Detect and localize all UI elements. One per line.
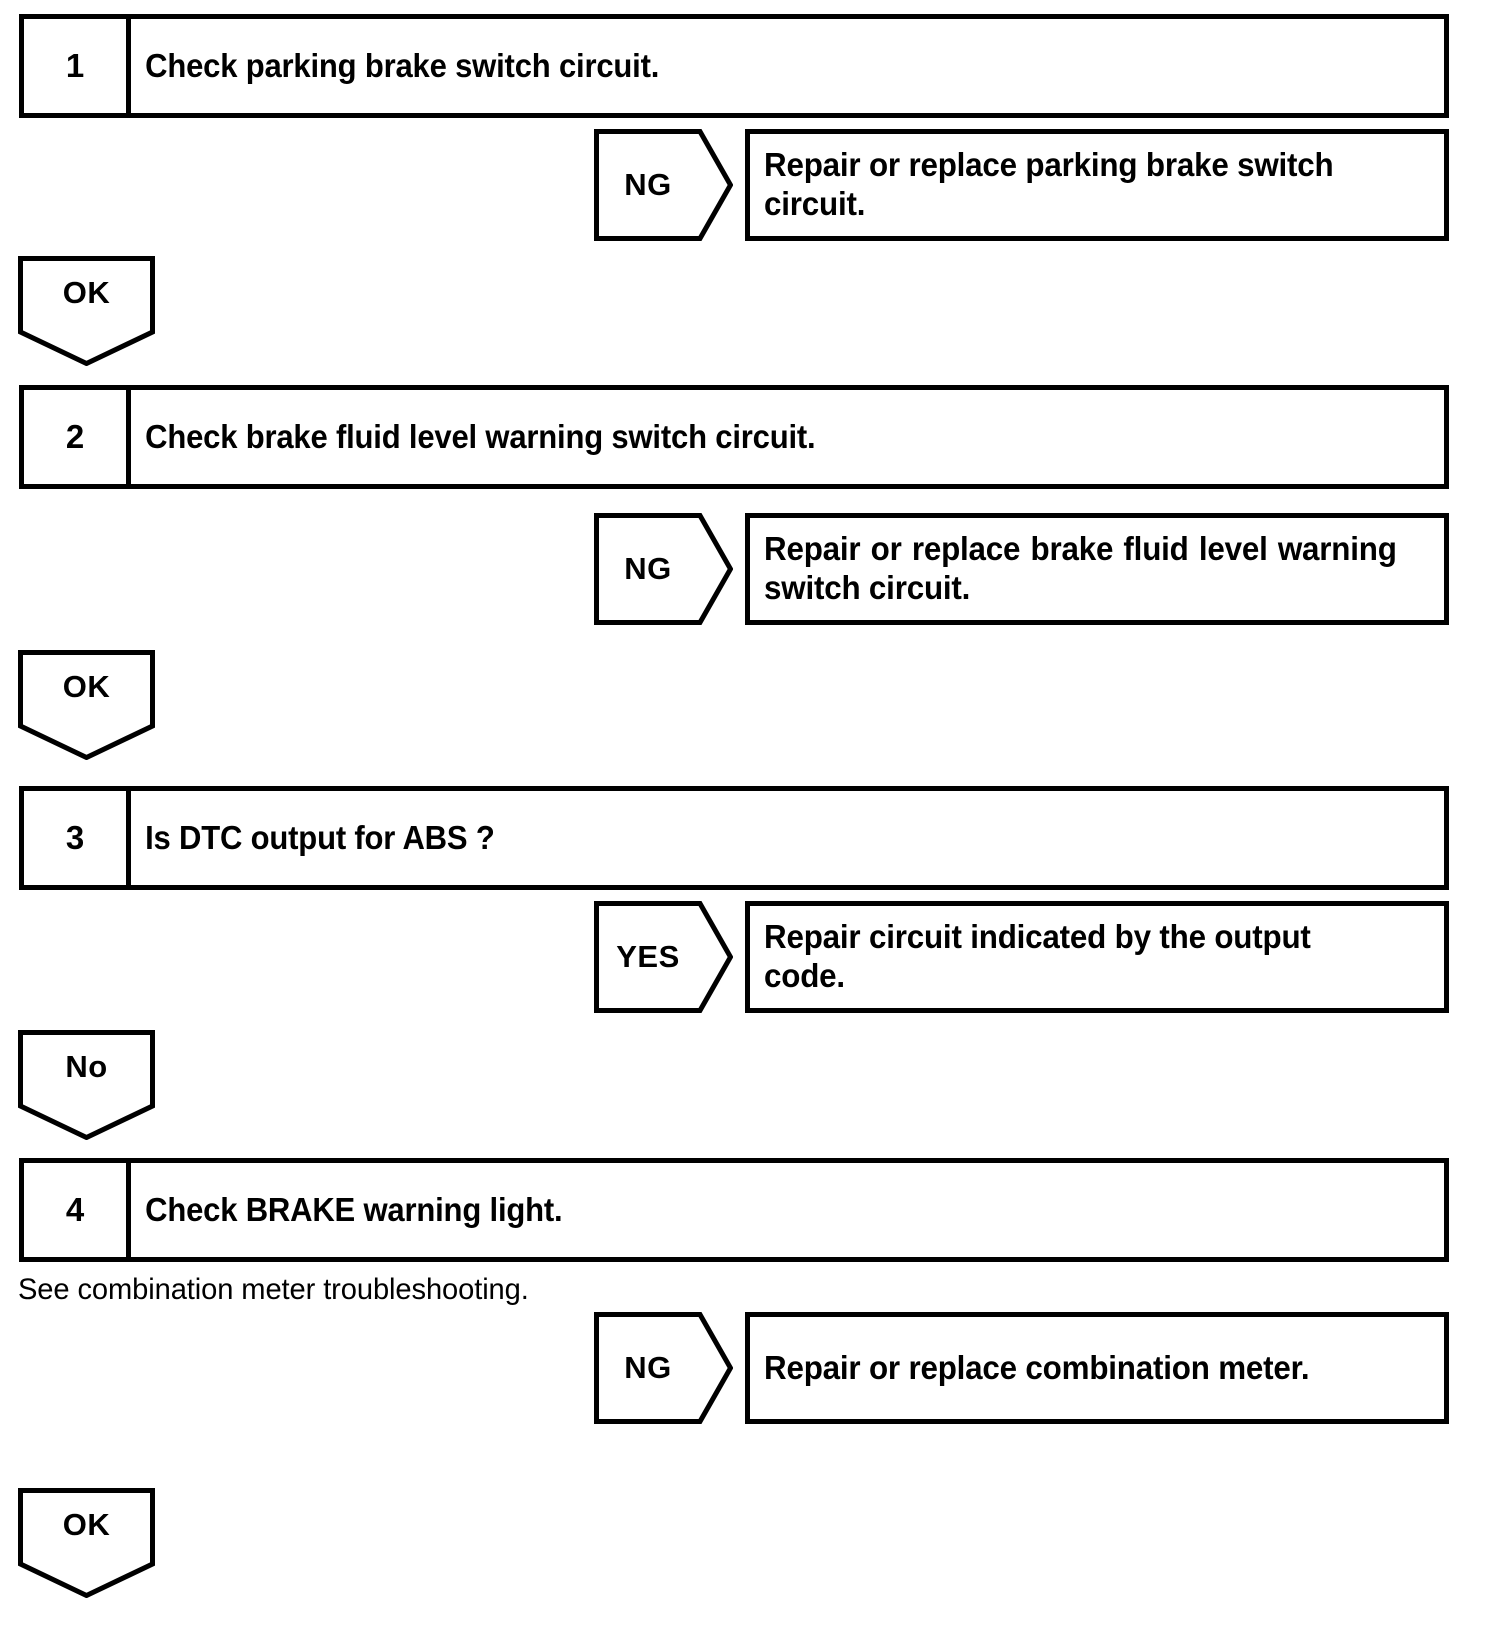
branch-row-1: NG Repair or replace parking brake switc…: [594, 129, 1449, 241]
step-box-4: 4 Check BRAKE warning light.: [19, 1158, 1449, 1262]
step-text-1: Check parking brake switch circuit.: [145, 47, 660, 84]
connector-ok-1: OK: [18, 256, 155, 366]
result-box-1: Repair or replace parking brake switch c…: [745, 129, 1449, 241]
branch-chevron-yes-3: YES: [594, 901, 733, 1013]
step-text-3: Is DTC output for ABS ?: [145, 819, 495, 856]
step-number-4: 4: [24, 1163, 131, 1257]
branch-label-2: NG: [624, 551, 672, 586]
step-text-4: Check BRAKE warning light.: [145, 1191, 563, 1228]
branch-label-4: NG: [624, 1350, 672, 1385]
result-text-2: Repair or replace brake fluid level warn…: [764, 530, 1397, 606]
branch-row-3: YES Repair circuit indicated by the outp…: [594, 901, 1449, 1013]
step-text-2: Check brake fluid level warning switch c…: [145, 418, 816, 455]
branch-chevron-ng-1: NG: [594, 129, 733, 241]
connector-ok-2: OK: [18, 650, 155, 760]
branch-chevron-ng-2: NG: [594, 513, 733, 625]
step-box-2: 2 Check brake fluid level warning switch…: [19, 385, 1449, 489]
branch-row-4: NG Repair or replace combination meter.: [594, 1312, 1449, 1424]
step-box-1: 1 Check parking brake switch circuit.: [19, 14, 1449, 118]
connector-label-3: No: [65, 1049, 108, 1084]
connector-label-2: OK: [62, 669, 111, 704]
result-text-4: Repair or replace combination meter.: [764, 1348, 1310, 1386]
result-text-1: Repair or replace parking brake switch c…: [764, 146, 1334, 222]
connector-label-4: OK: [62, 1507, 111, 1542]
connector-ok-3: OK: [18, 1488, 155, 1598]
branch-label-3: YES: [616, 939, 680, 974]
step-number-1: 1: [24, 19, 131, 113]
note-combination-meter: See combination meter troubleshooting.: [18, 1273, 529, 1306]
branch-row-2: NG Repair or replace brake fluid level w…: [594, 513, 1449, 625]
result-box-2: Repair or replace brake fluid level warn…: [745, 513, 1449, 625]
step-number-3: 3: [24, 791, 131, 885]
step-box-3: 3 Is DTC output for ABS ?: [19, 786, 1449, 890]
connector-label-1: OK: [62, 275, 111, 310]
branch-label-1: NG: [624, 167, 672, 202]
step-number-2: 2: [24, 390, 131, 484]
connector-no-1: No: [18, 1030, 155, 1140]
result-box-4: Repair or replace combination meter.: [745, 1312, 1449, 1424]
result-text-3: Repair circuit indicated by the output c…: [764, 918, 1311, 994]
branch-chevron-ng-4: NG: [594, 1312, 733, 1424]
result-box-3: Repair circuit indicated by the output c…: [745, 901, 1449, 1013]
